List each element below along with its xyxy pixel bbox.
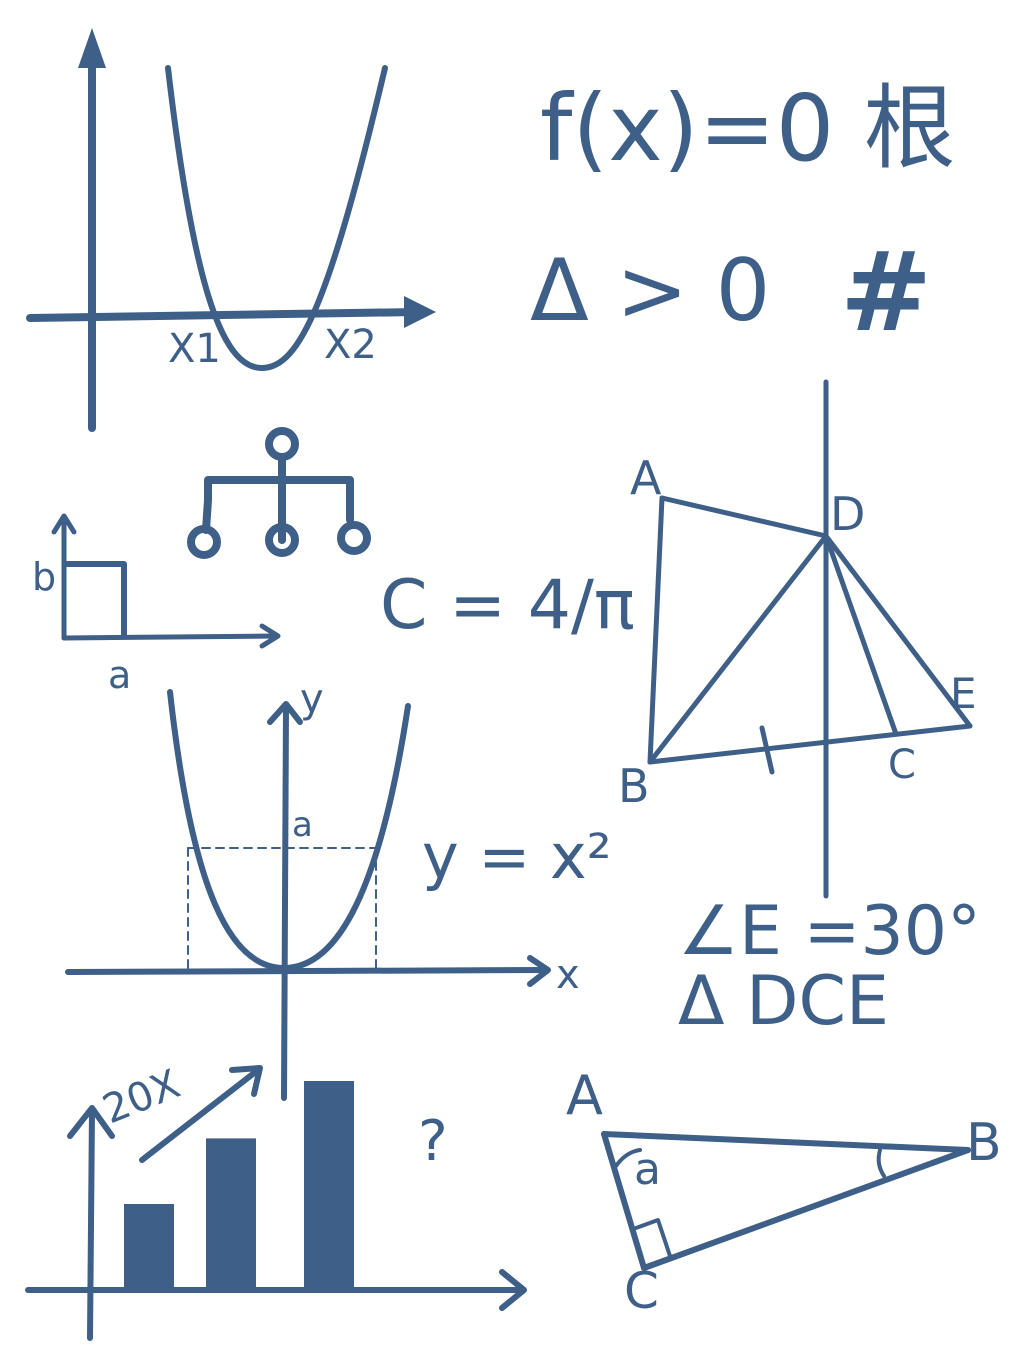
segment-BD (647, 533, 829, 765)
middle-y-axis (281, 705, 289, 1101)
question-mark: ? (418, 1109, 448, 1174)
angle-note: ∠E =30° (678, 892, 981, 971)
root1-label: X1 (168, 326, 221, 372)
right-angle-mark (634, 1218, 672, 1258)
vertex-E: E (950, 669, 977, 718)
growth-arrow (139, 1067, 261, 1163)
triangle-dce-figure: A D E B C ∠E =30° Δ DCE (618, 379, 981, 1041)
root2-label: X2 (324, 322, 377, 368)
discriminant-condition: Δ > 0 (530, 241, 770, 341)
middle-parabola-graph: y x a y = x² (65, 676, 612, 1101)
segment-DE (823, 533, 973, 729)
middle-parabola-curve (167, 689, 411, 971)
parabola-equation: y = x² (422, 820, 612, 893)
vertex-A: A (630, 451, 662, 505)
middle-x-axis-label: x (556, 952, 580, 998)
top-parabola-graph: X1 X2 (26, 28, 436, 432)
right-vertex-C: C (624, 1262, 659, 1320)
hash-mark: # (840, 228, 932, 356)
segment-AB (647, 495, 665, 765)
growth-chart: 20X ? (25, 1061, 527, 1341)
tick-mark (759, 725, 775, 775)
right-vertex-B: B (966, 1113, 1002, 1173)
roots-equation: f(x)=0 根 (540, 75, 955, 182)
segment-DC (823, 533, 899, 737)
angle-arc-A (614, 1148, 642, 1168)
rectangle-axes: b a (32, 513, 281, 697)
rect-x-axis (61, 633, 279, 641)
right-vertex-A: A (566, 1064, 603, 1127)
side-AB (601, 1131, 971, 1153)
top-parabola-curve (165, 65, 388, 371)
top-y-axis-arrowhead (78, 28, 106, 68)
side-BC (641, 1147, 971, 1271)
bar-2 (206, 1138, 256, 1291)
hierarchy-icon (187, 427, 371, 559)
middle-y-axis-label: y (300, 676, 324, 722)
height-label: b (32, 555, 56, 599)
level-label: a (292, 805, 313, 845)
rectangle (63, 561, 127, 639)
equation-notes: f(x)=0 根 Δ > 0 # (530, 75, 955, 356)
vertex-B: B (618, 759, 650, 813)
bar-1 (124, 1204, 174, 1290)
right-triangle-figure: A B C a (566, 1064, 1002, 1320)
bar-3 (304, 1081, 354, 1290)
top-x-axis-arrowhead (404, 296, 436, 328)
side-AC (601, 1131, 647, 1271)
segment-BE (647, 723, 973, 765)
growth-label: 20X (97, 1061, 187, 1133)
vertex-D: D (830, 487, 865, 541)
chart-y-axis (87, 1107, 95, 1341)
width-label: a (108, 653, 131, 697)
triangle-note: Δ DCE (678, 962, 889, 1041)
bars-group (124, 1081, 354, 1291)
circumference-text: C = 4/π (380, 566, 635, 645)
middle-x-axis (65, 967, 549, 975)
angle-label: a (634, 1144, 661, 1195)
top-x-axis (26, 308, 422, 322)
circumference-formula: C = 4/π (380, 566, 635, 645)
angle-arc-B (876, 1148, 886, 1178)
segment-AD (659, 495, 829, 539)
vertex-C: C (888, 742, 916, 788)
